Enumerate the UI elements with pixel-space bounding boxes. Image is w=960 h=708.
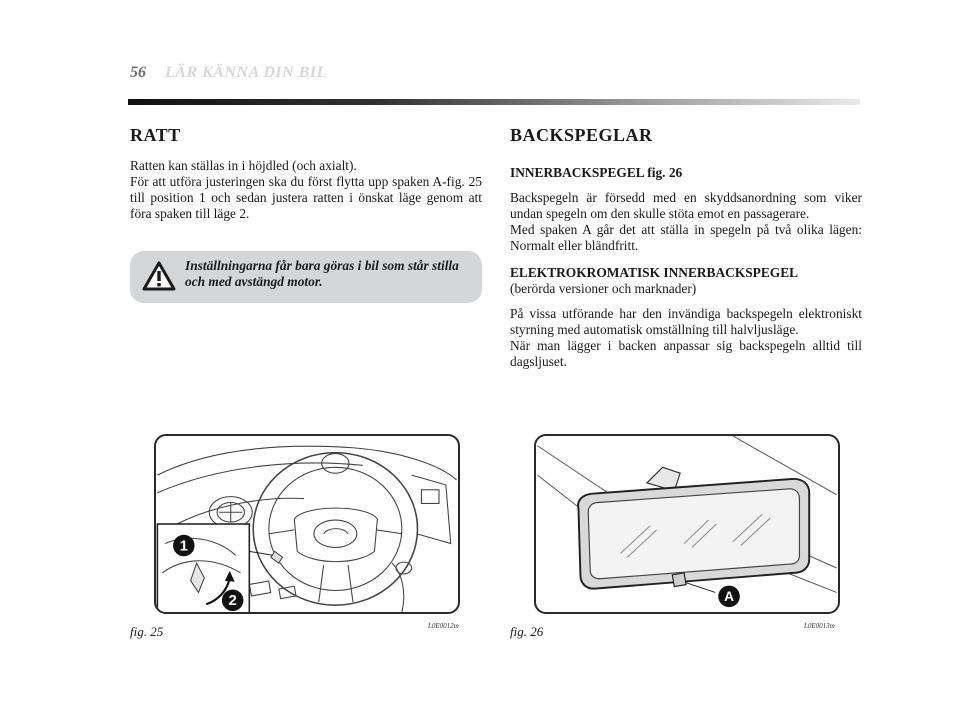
fig25-code: L0E0012m (428, 622, 459, 630)
page-number: 56 (130, 64, 146, 81)
fig25-label-1: 1 (180, 538, 188, 554)
fig26-code: L0E0013m (804, 622, 835, 630)
rearview-mirror-illustration: A (537, 436, 837, 608)
section-ratt: RATT Ratten kan ställas in i höjdled (oc… (130, 125, 482, 222)
figure-rearview-mirror: A (534, 434, 840, 614)
fig25-caption: fig. 25 (130, 624, 164, 639)
steering-wheel-illustration: 1 2 (156, 445, 457, 612)
backspeglar-paragraph-3: På vissa utförande har den invändiga bac… (510, 306, 862, 337)
fig26-caption: fig. 26 (510, 624, 544, 639)
fig26-label-a: A (724, 589, 734, 604)
subheading-innerbackspegel: INNERBACKSPEGEL fig. 26 (510, 165, 683, 180)
section-backspeglar: BACKSPEGLAR INNERBACKSPEGEL fig. 26 Back… (510, 125, 862, 370)
page-header: 56 LÄR KÄNNA DIN BIL (130, 64, 860, 94)
ratt-paragraph-1: Ratten kan ställas in i höjdled (och axi… (130, 158, 357, 173)
fig25-label-2: 2 (229, 593, 237, 609)
running-title: LÄR KÄNNA DIN BIL (165, 64, 327, 81)
subheading-elektrokromatisk: ELEKTROKROMATISK INNERBACKSPEGEL (510, 265, 799, 280)
figure-steering-wheel: 1 2 (154, 434, 460, 614)
warning-text: Inställningarna får bara göras i bil som… (185, 258, 459, 289)
ratt-paragraph-2: För att utföra justeringen ska du först … (130, 174, 482, 221)
backspeglar-paragraph-1: Backspegeln är försedd med en skyddsanor… (510, 190, 862, 221)
warning-box: Inställningarna får bara göras i bil som… (130, 251, 482, 303)
subheading-note: (berörda versioner och marknader) (510, 281, 697, 296)
section-heading-ratt: RATT (130, 125, 181, 145)
header-rule (128, 99, 860, 105)
backspeglar-paragraph-4: När man lägger i backen anpassar sig bac… (510, 338, 862, 369)
warning-triangle-icon (142, 261, 176, 291)
section-heading-backspeglar: BACKSPEGLAR (510, 125, 653, 145)
backspeglar-paragraph-2: Med spaken A går det att ställa in spege… (510, 222, 862, 253)
